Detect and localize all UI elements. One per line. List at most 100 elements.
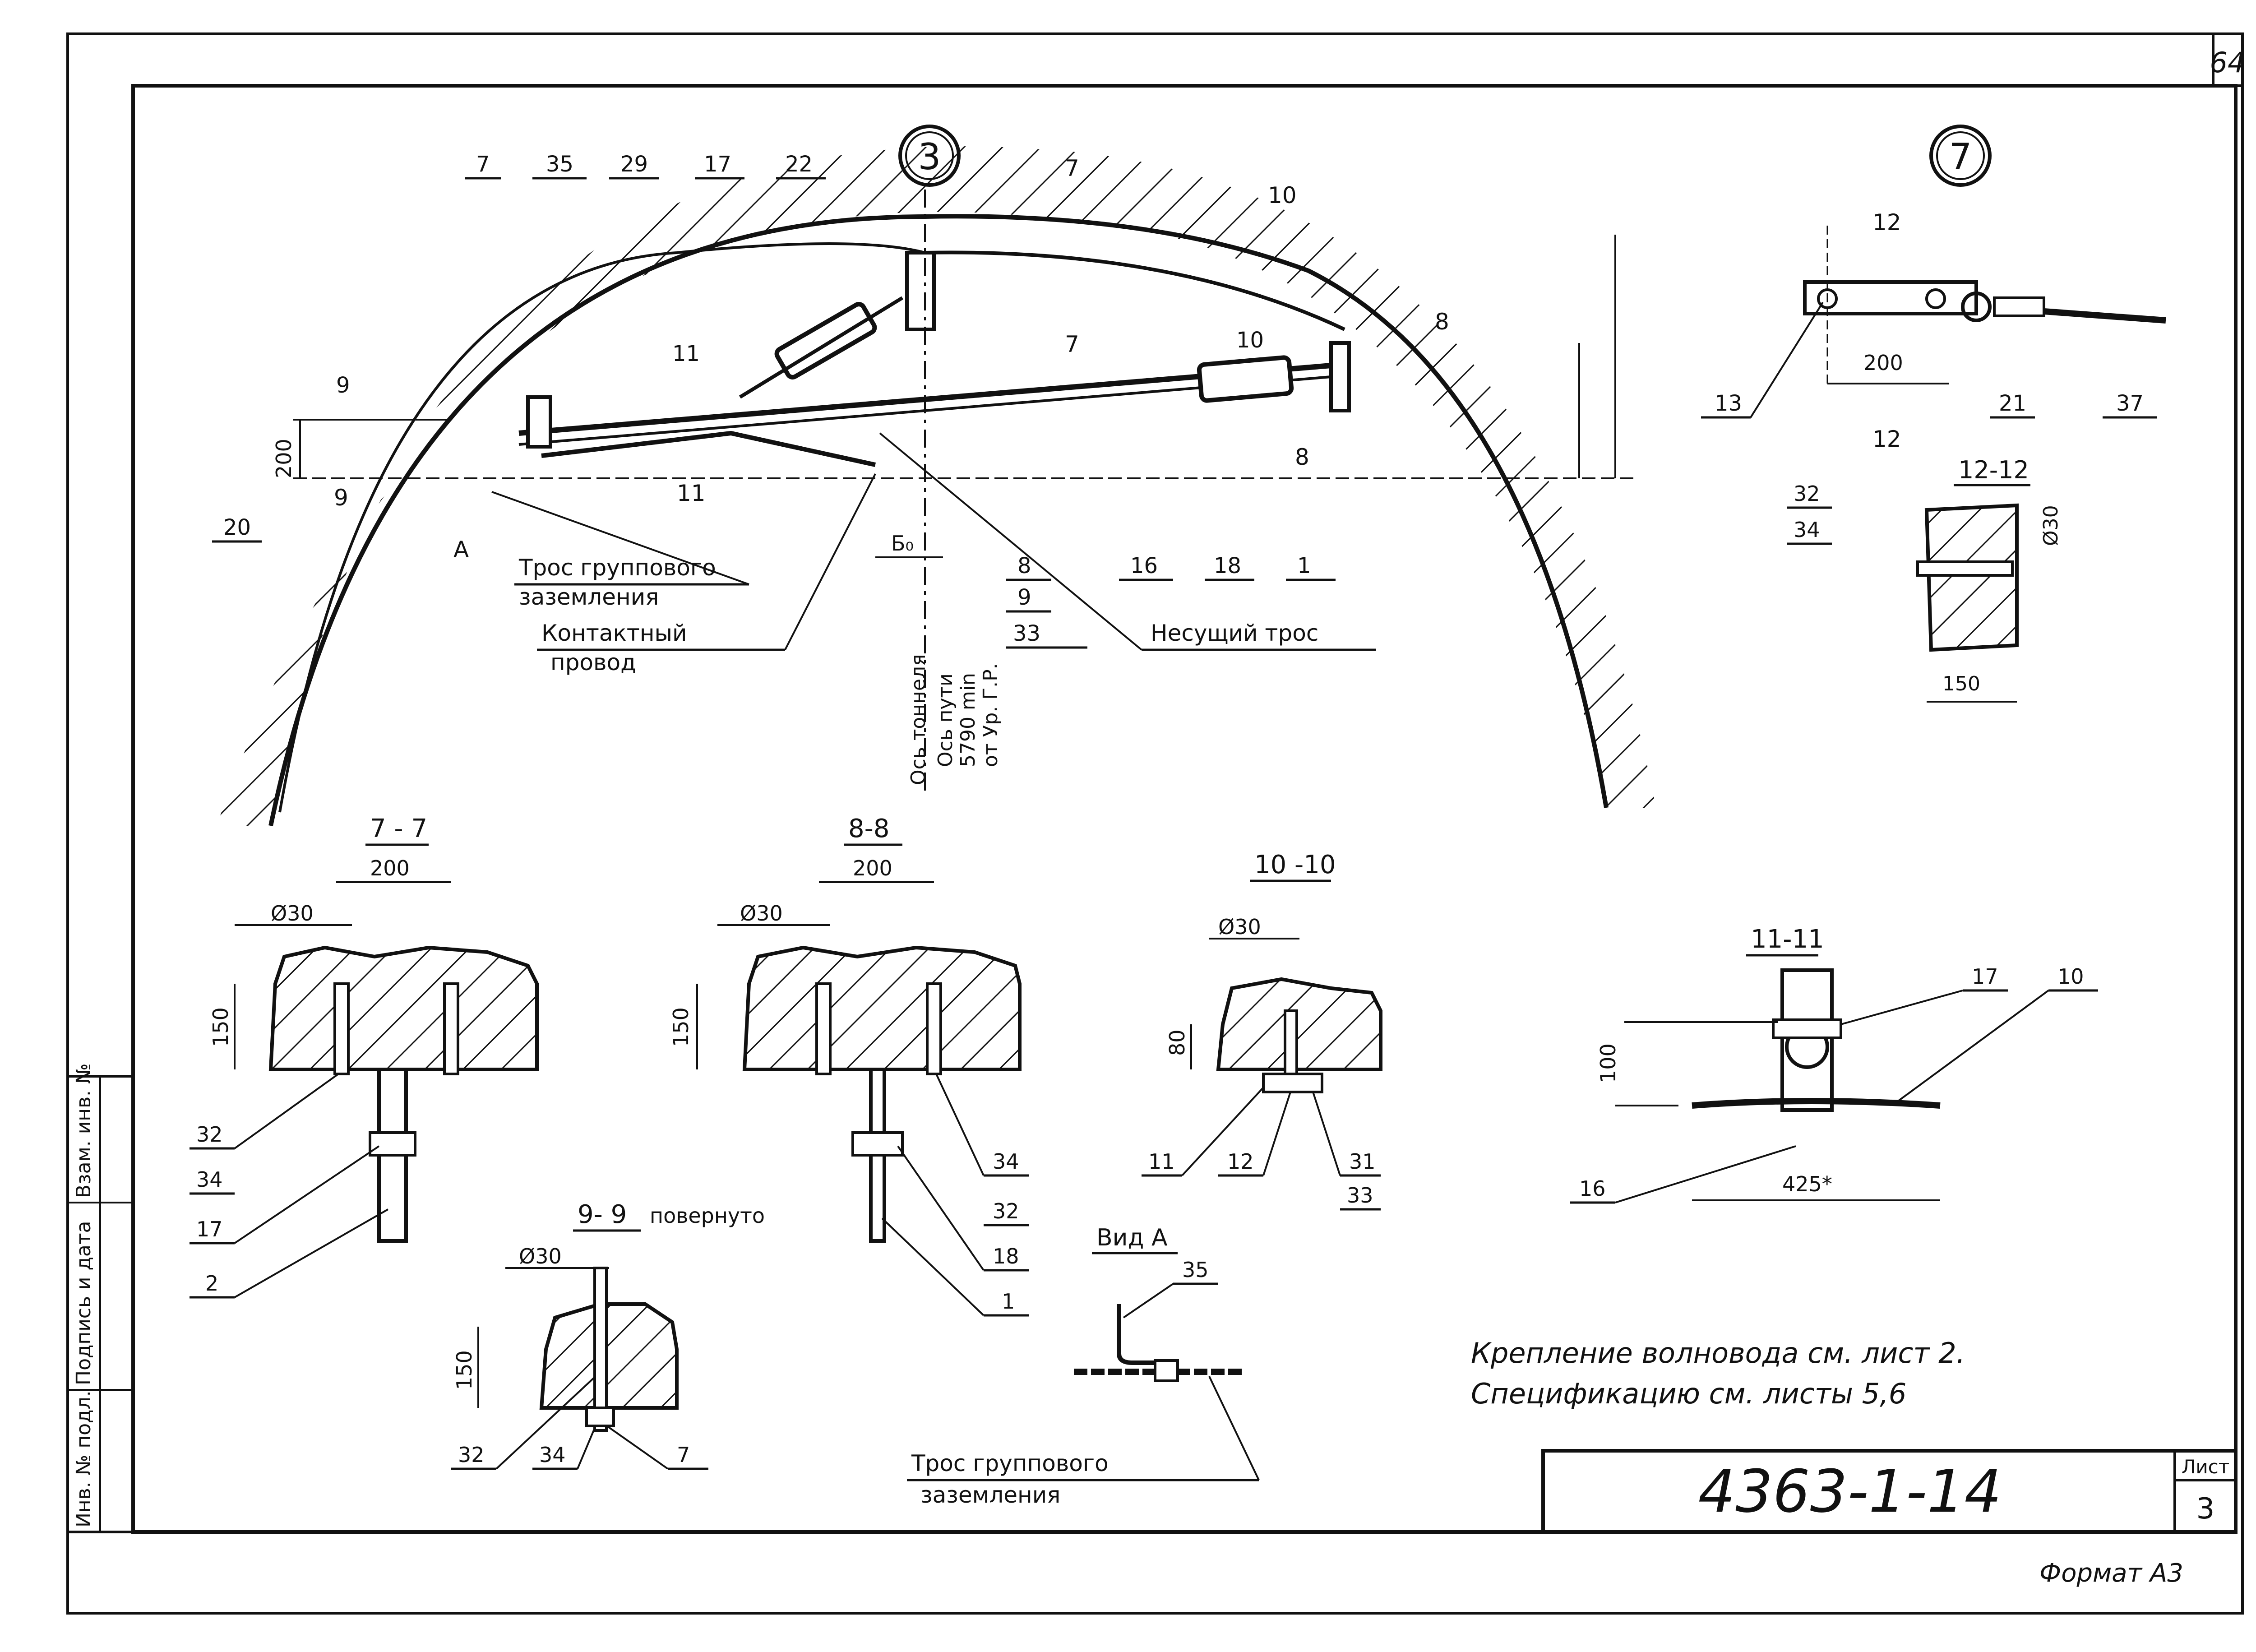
callout: 17 (1972, 964, 1998, 989)
from-rail-label: от Ур. Г.Р. (979, 663, 1002, 767)
outer-frame (66, 32, 2244, 1615)
callout: 37 (2116, 391, 2144, 416)
section-mark-7-mid: 7 (1065, 331, 1079, 357)
contact-wire-arm (541, 430, 876, 467)
detail-7: 12 12 200 13 21 37 (1701, 209, 2166, 452)
inner-frame (131, 84, 2238, 1534)
section8-diameter: Ø30 (740, 901, 783, 925)
note-waveguide: Крепление волновода см. лист 2. (1471, 1337, 1965, 1370)
callout: 16 (1579, 1176, 1606, 1201)
callout: 1 (1297, 553, 1311, 578)
doc-code: 4363-1-14 (1698, 1457, 2002, 1526)
view-a-label-2: заземления (920, 1482, 1060, 1508)
section-mark-8-top: 8 (1435, 309, 1449, 335)
section10-slab (1216, 977, 1382, 1071)
callout: 18 (993, 1244, 1019, 1268)
section-mark-8-low: 8 (1295, 444, 1309, 470)
brace-upper (739, 296, 904, 399)
dim-200-main: 200 (272, 439, 296, 478)
detail-ref-3: 3 (898, 125, 961, 187)
bracket-top (905, 251, 936, 331)
section-mark-9-left: 9 (334, 485, 348, 511)
track-axis-label: Ось пути (934, 673, 957, 767)
callout: 32 (993, 1199, 1019, 1223)
axis-labels: Ось тоннеля Ось пути 5790 min от Ур. Г.Р… (907, 654, 1002, 786)
main-callouts: 7 35 29 17 22 11 9 20 16 18 1 8 9 33 10 (212, 152, 1336, 649)
detail7-cable (2043, 308, 2166, 324)
callout: 31 (1349, 1149, 1376, 1174)
callout: 2 (205, 1271, 218, 1296)
sheet-label: Лист (2182, 1456, 2229, 1478)
callout: 11 (672, 341, 700, 366)
callout: 1 (1002, 1289, 1015, 1314)
section9-note: повернуто (650, 1203, 765, 1228)
callout: 20 (223, 515, 251, 540)
sheet-value: 3 (2196, 1492, 2215, 1526)
bracket-left (526, 395, 552, 449)
contact-wire-label-2: провод (550, 649, 636, 676)
callout: 22 (785, 152, 813, 177)
section-12-12: 12-12 32 34 Ø30 150 (1787, 456, 2062, 703)
callout: 34 (196, 1167, 223, 1192)
tunnel-axis-label: Ось тоннеля (907, 654, 930, 786)
callout: 35 (1182, 1258, 1209, 1282)
section12-title: 12-12 (1958, 456, 2029, 484)
callout: 7 (677, 1443, 690, 1467)
callout: 29 (620, 152, 648, 177)
section10-title: 10 -10 (1254, 850, 1336, 879)
note-specification: Спецификацию см. листы 5,6 (1471, 1377, 1906, 1410)
section-mark-10-top: 10 (1268, 182, 1297, 208)
section9-title: 9- 9 (578, 1200, 627, 1229)
callout: 33 (1347, 1183, 1373, 1208)
tunnel-vault-line (268, 214, 1609, 827)
carrier-cable-label: Несущий трос (1151, 620, 1318, 646)
stamp-inventory-replaced: Взам. инв. № (72, 1063, 95, 1198)
view-a: Вид А 35 Трос группового заземления (907, 1224, 1260, 1508)
callout: 33 (1013, 621, 1040, 646)
elevation-label: 5790 min (957, 673, 980, 767)
sheet-number: 64 (2210, 46, 2246, 79)
main-labels: Трос группового заземления Контактный пр… (491, 432, 1376, 676)
ground-cable-label-1: Трос группового (518, 555, 716, 581)
section9-depth: 150 (452, 1350, 476, 1390)
callout: 18 (1214, 553, 1241, 578)
view-a-label-1: Трос группового (911, 1450, 1109, 1476)
section8-slab (742, 945, 1022, 1071)
section10-depth: 80 (1165, 1029, 1189, 1056)
callout: 21 (1999, 391, 2026, 416)
vault-cable-right (925, 250, 1345, 331)
callout: 34 (1794, 518, 1820, 542)
insulator-right (1197, 355, 1294, 403)
contact-wire-label-1: Контактный (541, 620, 687, 646)
section11-base (1692, 1098, 1941, 1109)
section7-slab (268, 945, 539, 1071)
detail7-plate (1803, 280, 1978, 315)
svg-text:7: 7 (1949, 136, 1972, 178)
section8-depth: 150 (669, 1007, 693, 1047)
bracket-right (1329, 341, 1351, 412)
section7-depth: 150 (208, 1007, 233, 1047)
sheet-number-box (2212, 32, 2244, 87)
format-label: Формат А3 (2039, 1559, 2183, 1588)
section12-dim: 150 (1942, 672, 1980, 695)
callout: 9 (1017, 585, 1031, 610)
callout: 13 (1715, 391, 1742, 416)
section-11-11: 11-11 100 425* 17 10 16 (1570, 925, 2098, 1204)
ground-cable (278, 242, 925, 813)
section-8-8: 8-8 200 Ø30 150 34 32 18 1 (669, 814, 1029, 1317)
callout: 11 (1148, 1149, 1175, 1174)
title-block: 4363-1-14 Лист 3 (1541, 1449, 2238, 1534)
dim-b0: Б₀ (891, 531, 914, 555)
section-mark-7-top: 7 (1065, 155, 1079, 181)
callout: 12 (1227, 1149, 1254, 1174)
tunnel-cross-section (217, 146, 1656, 827)
side-stamp: Инв. № подл. Подпись и дата Взам. инв. № (66, 1063, 134, 1533)
view-a-title: Вид А (1096, 1224, 1168, 1251)
label-a: А (453, 537, 469, 563)
section9-slab (539, 1302, 679, 1410)
stamp-inventory-original: Инв. № подл. (72, 1390, 95, 1527)
callout: 32 (196, 1122, 223, 1147)
section11-title: 11-11 (1751, 925, 1824, 954)
callout: 34 (539, 1443, 566, 1467)
callout: 34 (993, 1149, 1019, 1174)
